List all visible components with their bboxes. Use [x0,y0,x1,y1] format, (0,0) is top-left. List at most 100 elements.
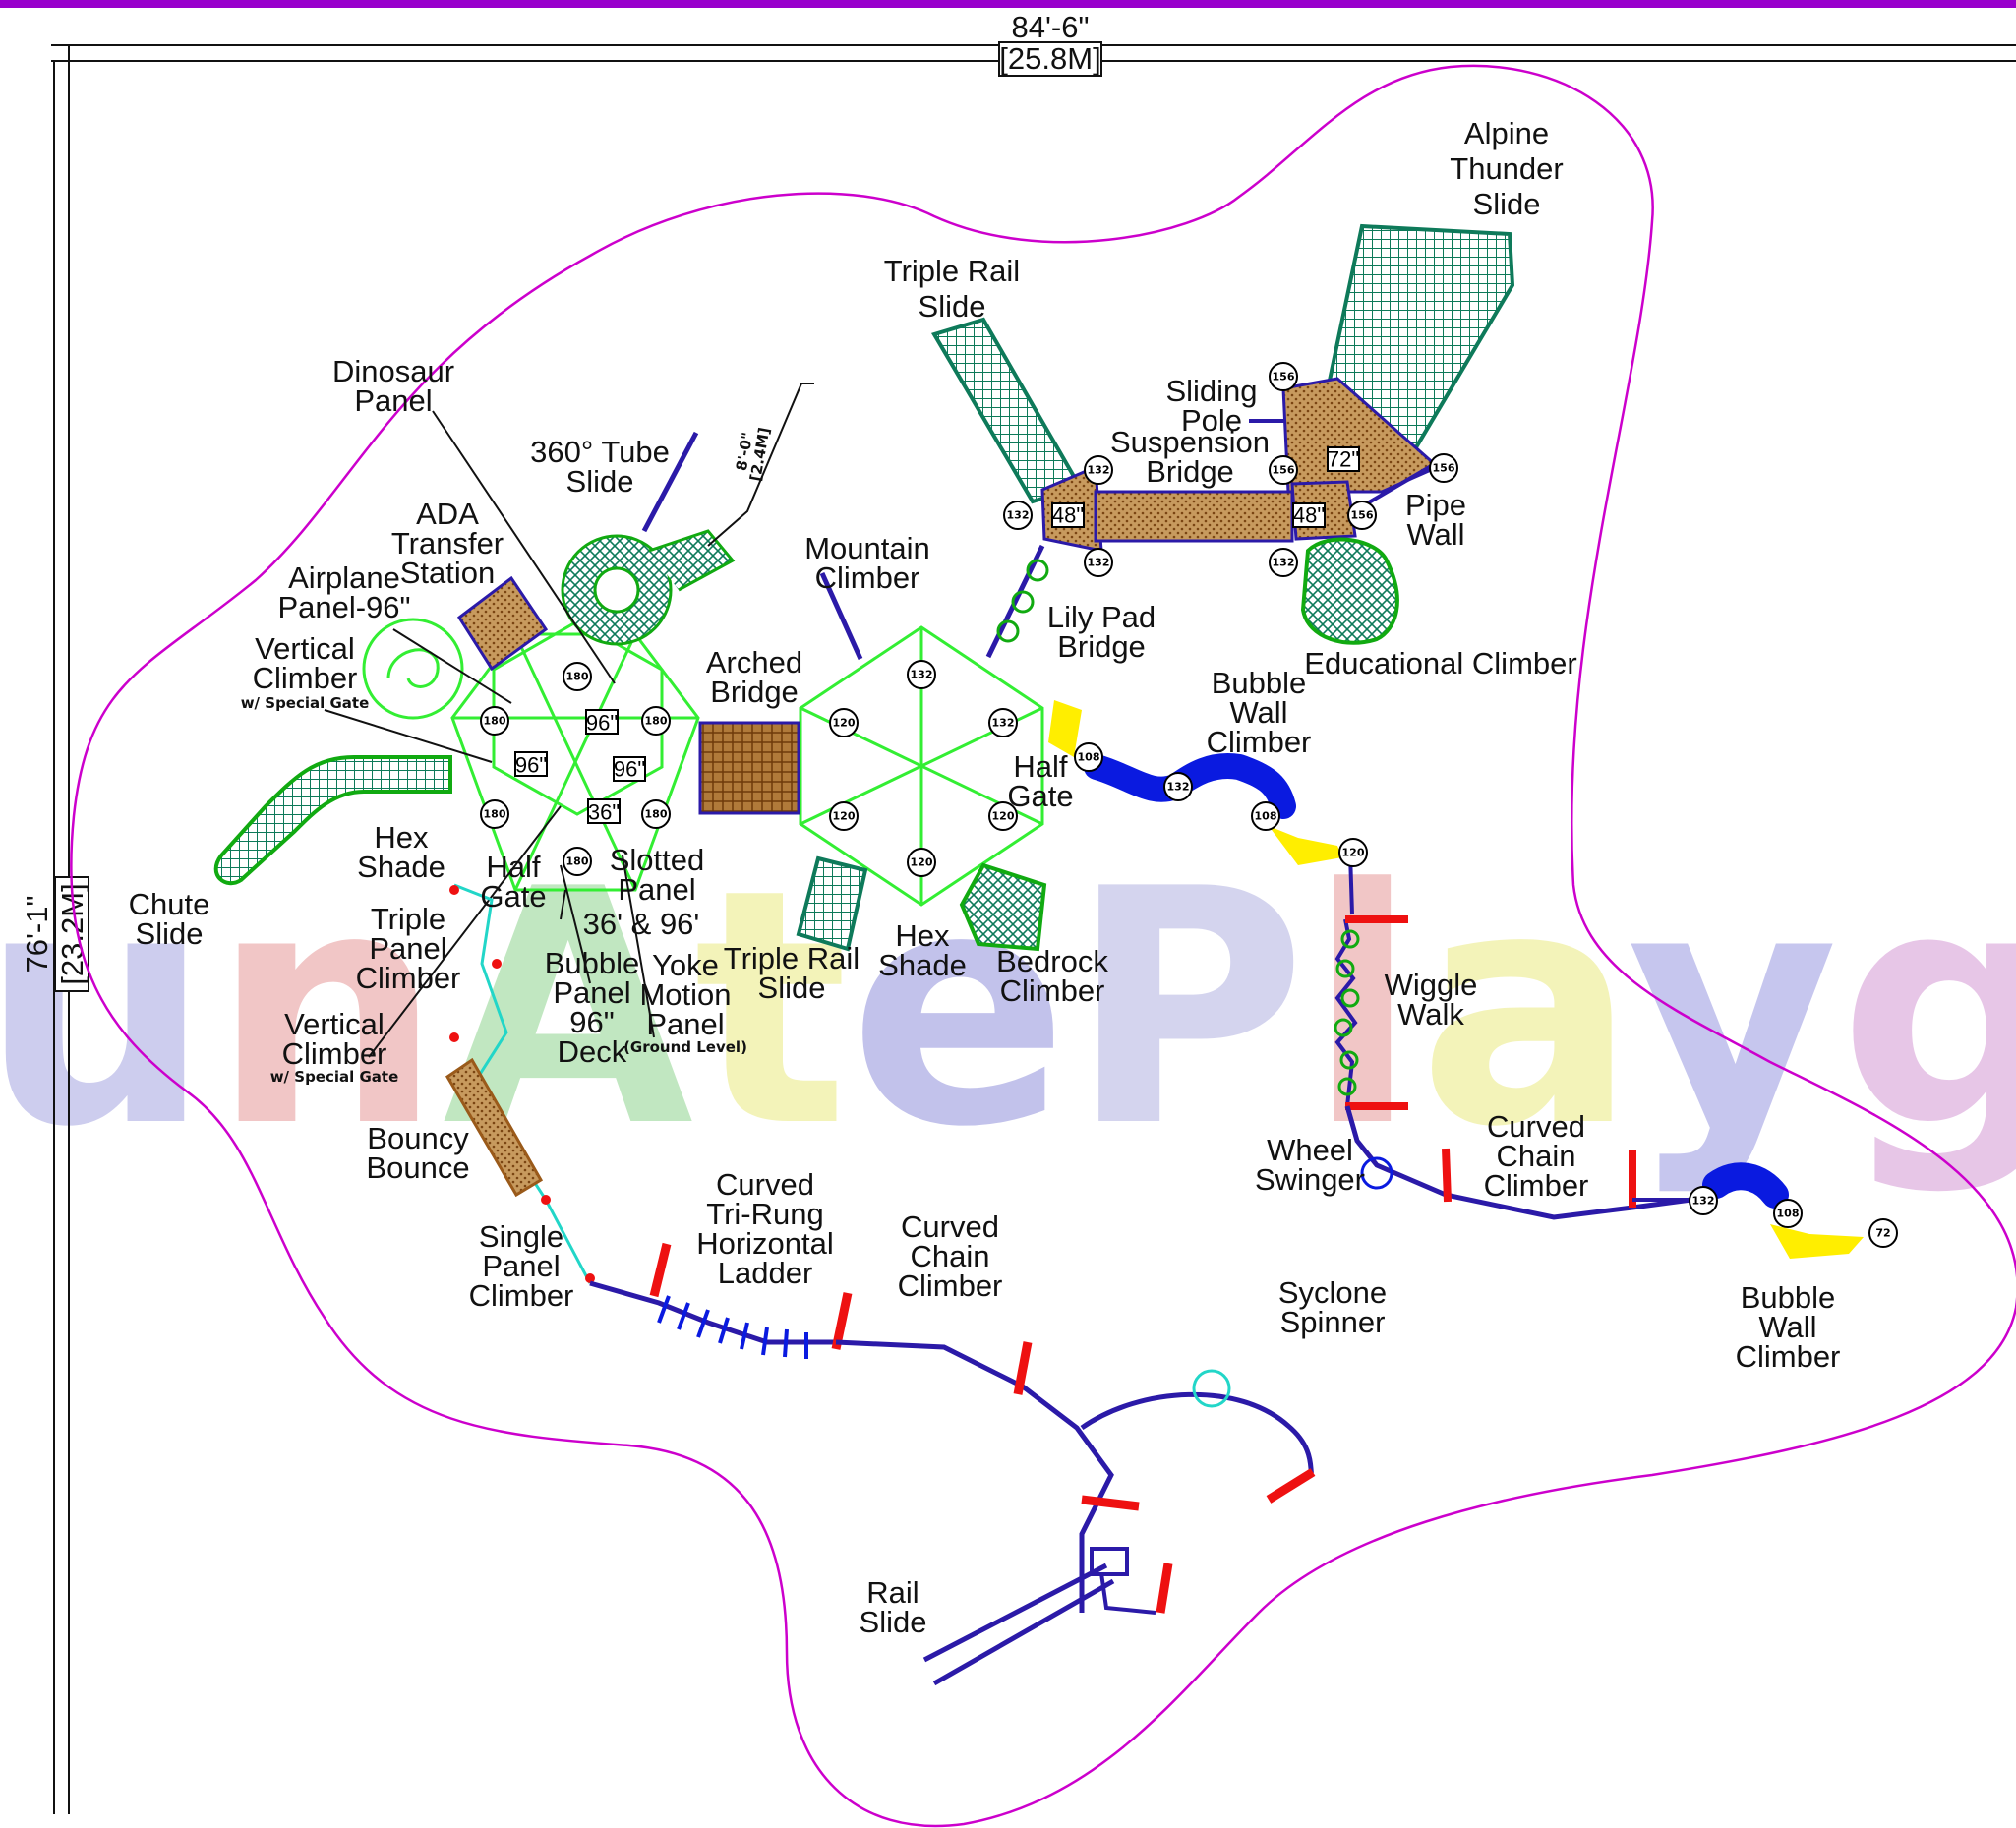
svg-text:Chain: Chain [1497,1139,1576,1173]
svg-text:Hex: Hex [895,918,950,953]
svg-text:Rail: Rail [866,1575,919,1610]
half-gate-right-yellow [1048,700,1082,757]
bubble-wall-bottom-yellow [1770,1224,1864,1259]
svg-text:Lily Pad: Lily Pad [1047,600,1156,634]
svg-text:ADA: ADA [416,497,479,531]
chute-slide [213,755,452,886]
svg-text:108: 108 [1255,810,1277,823]
svg-text:132: 132 [1273,557,1295,569]
svg-text:120: 120 [992,810,1015,823]
svg-text:Panel: Panel [553,975,630,1010]
svg-text:Dinosaur: Dinosaur [332,354,454,388]
chain-left-red-2 [1081,1495,1140,1511]
label-alpine-3: Slide [1473,187,1541,221]
svg-text:Climber: Climber [1484,1168,1589,1203]
svg-text:Yoke: Yoke [652,948,719,982]
curved-tri-rung-ladder [589,1280,836,1345]
tube-slide-360 [561,431,736,646]
svg-text:Triple Rail: Triple Rail [884,254,1020,288]
svg-text:Climber: Climber [898,1268,1003,1303]
deck-48-left: 48" [1052,503,1084,528]
svg-text:120: 120 [911,856,933,869]
svg-text:132: 132 [992,717,1015,730]
svg-text:180: 180 [645,808,668,821]
svg-text:Airplane: Airplane [288,560,400,595]
svg-text:Pipe: Pipe [1405,488,1466,522]
svg-text:Climber: Climber [815,560,920,595]
svg-text:360° Tube: 360° Tube [530,435,670,469]
svg-text:Bubble: Bubble [545,946,640,980]
height-ft-label: 76'-1" [20,896,54,973]
svg-text:Curved: Curved [901,1209,999,1244]
watermark-letter: u [0,820,211,1198]
svg-text:132: 132 [1088,464,1110,477]
svg-text:72: 72 [1875,1227,1890,1240]
ada-transfer-station [456,575,549,672]
svg-text:108: 108 [1078,751,1100,764]
svg-text:Slotted: Slotted [610,843,705,877]
bubble-wall-bottom-blue [1702,1162,1789,1209]
leader-lines [324,410,655,1058]
svg-text:108: 108 [1777,1208,1800,1220]
watermark-letter: g [1839,820,2016,1198]
ladder-red-right [831,1292,853,1350]
label-alpine-2: Thunder [1450,151,1563,186]
wiggle-walk [1334,915,1408,1110]
svg-text:156: 156 [1273,371,1295,383]
syclone-spinner-icon [1192,1369,1231,1408]
top-border [0,0,2016,8]
svg-text:Motion: Motion [639,977,731,1012]
bouncy-bounce [445,1057,544,1198]
airplane-panel-icon [386,648,440,688]
svg-text:Triple: Triple [371,902,445,936]
width-m-label: [25.8M] [999,41,1100,76]
svg-text:Bridge: Bridge [710,675,799,709]
svg-text:Educational Climber: Educational Climber [1304,646,1576,680]
svg-text:Triple Rail: Triple Rail [724,941,860,975]
svg-text:Bubble: Bubble [1741,1280,1836,1315]
svg-text:Wall: Wall [1758,1310,1816,1344]
educational-climber [1300,537,1399,645]
watermark-letter: y [1627,820,1838,1198]
svg-text:Tri-Rung: Tri-Rung [706,1197,823,1231]
svg-text:Horizontal: Horizontal [696,1226,834,1261]
svg-text:180: 180 [566,855,589,868]
svg-text:Panel: Panel [646,1007,724,1041]
svg-text:Chute: Chute [129,887,210,921]
svg-text:156: 156 [1273,464,1295,477]
svg-text:Wall: Wall [1229,695,1287,730]
svg-text:132: 132 [911,669,933,681]
lily-pad-bridge [985,544,1049,659]
svg-text:Transfer: Transfer [391,526,504,560]
post-markers [480,362,1898,1248]
svg-text:Climber: Climber [1207,725,1312,759]
svg-text:Mountain: Mountain [804,531,930,565]
width-ft-label: 84'-6" [1012,10,1090,44]
airplane-panel [362,618,464,720]
svg-text:Gate: Gate [1007,779,1073,813]
chain-red-1 [1442,1148,1452,1203]
arched-bridge [698,721,800,815]
svg-text:Slide: Slide [136,916,204,951]
svg-text:36' & 96': 36' & 96' [583,907,700,941]
svg-text:Bounce: Bounce [366,1150,469,1185]
post-labels: 180 180 180 180 180 180 132 132 120 120 … [484,371,1891,1240]
deck-48-right: 48" [1293,503,1325,528]
svg-text:Ladder: Ladder [718,1256,813,1290]
suspension-bridge [1094,490,1294,543]
svg-text:Bridge: Bridge [1146,454,1234,489]
site-boundary [70,64,2016,1828]
mountain-climber-line [819,571,863,661]
svg-text:Hex: Hex [374,820,429,855]
svg-text:120: 120 [833,810,856,823]
svg-text:Vertical: Vertical [255,631,355,666]
watermark-letter: l [1307,820,1418,1198]
svg-text:Wall: Wall [1406,517,1464,552]
bubble-wall-top-blue [1084,753,1296,819]
svg-text:156: 156 [1433,462,1455,475]
deck-96-center: 96" [586,711,618,736]
svg-text:Shade: Shade [357,850,445,884]
svg-text:Bedrock: Bedrock [996,944,1108,978]
watermark-letter: n [211,820,443,1198]
